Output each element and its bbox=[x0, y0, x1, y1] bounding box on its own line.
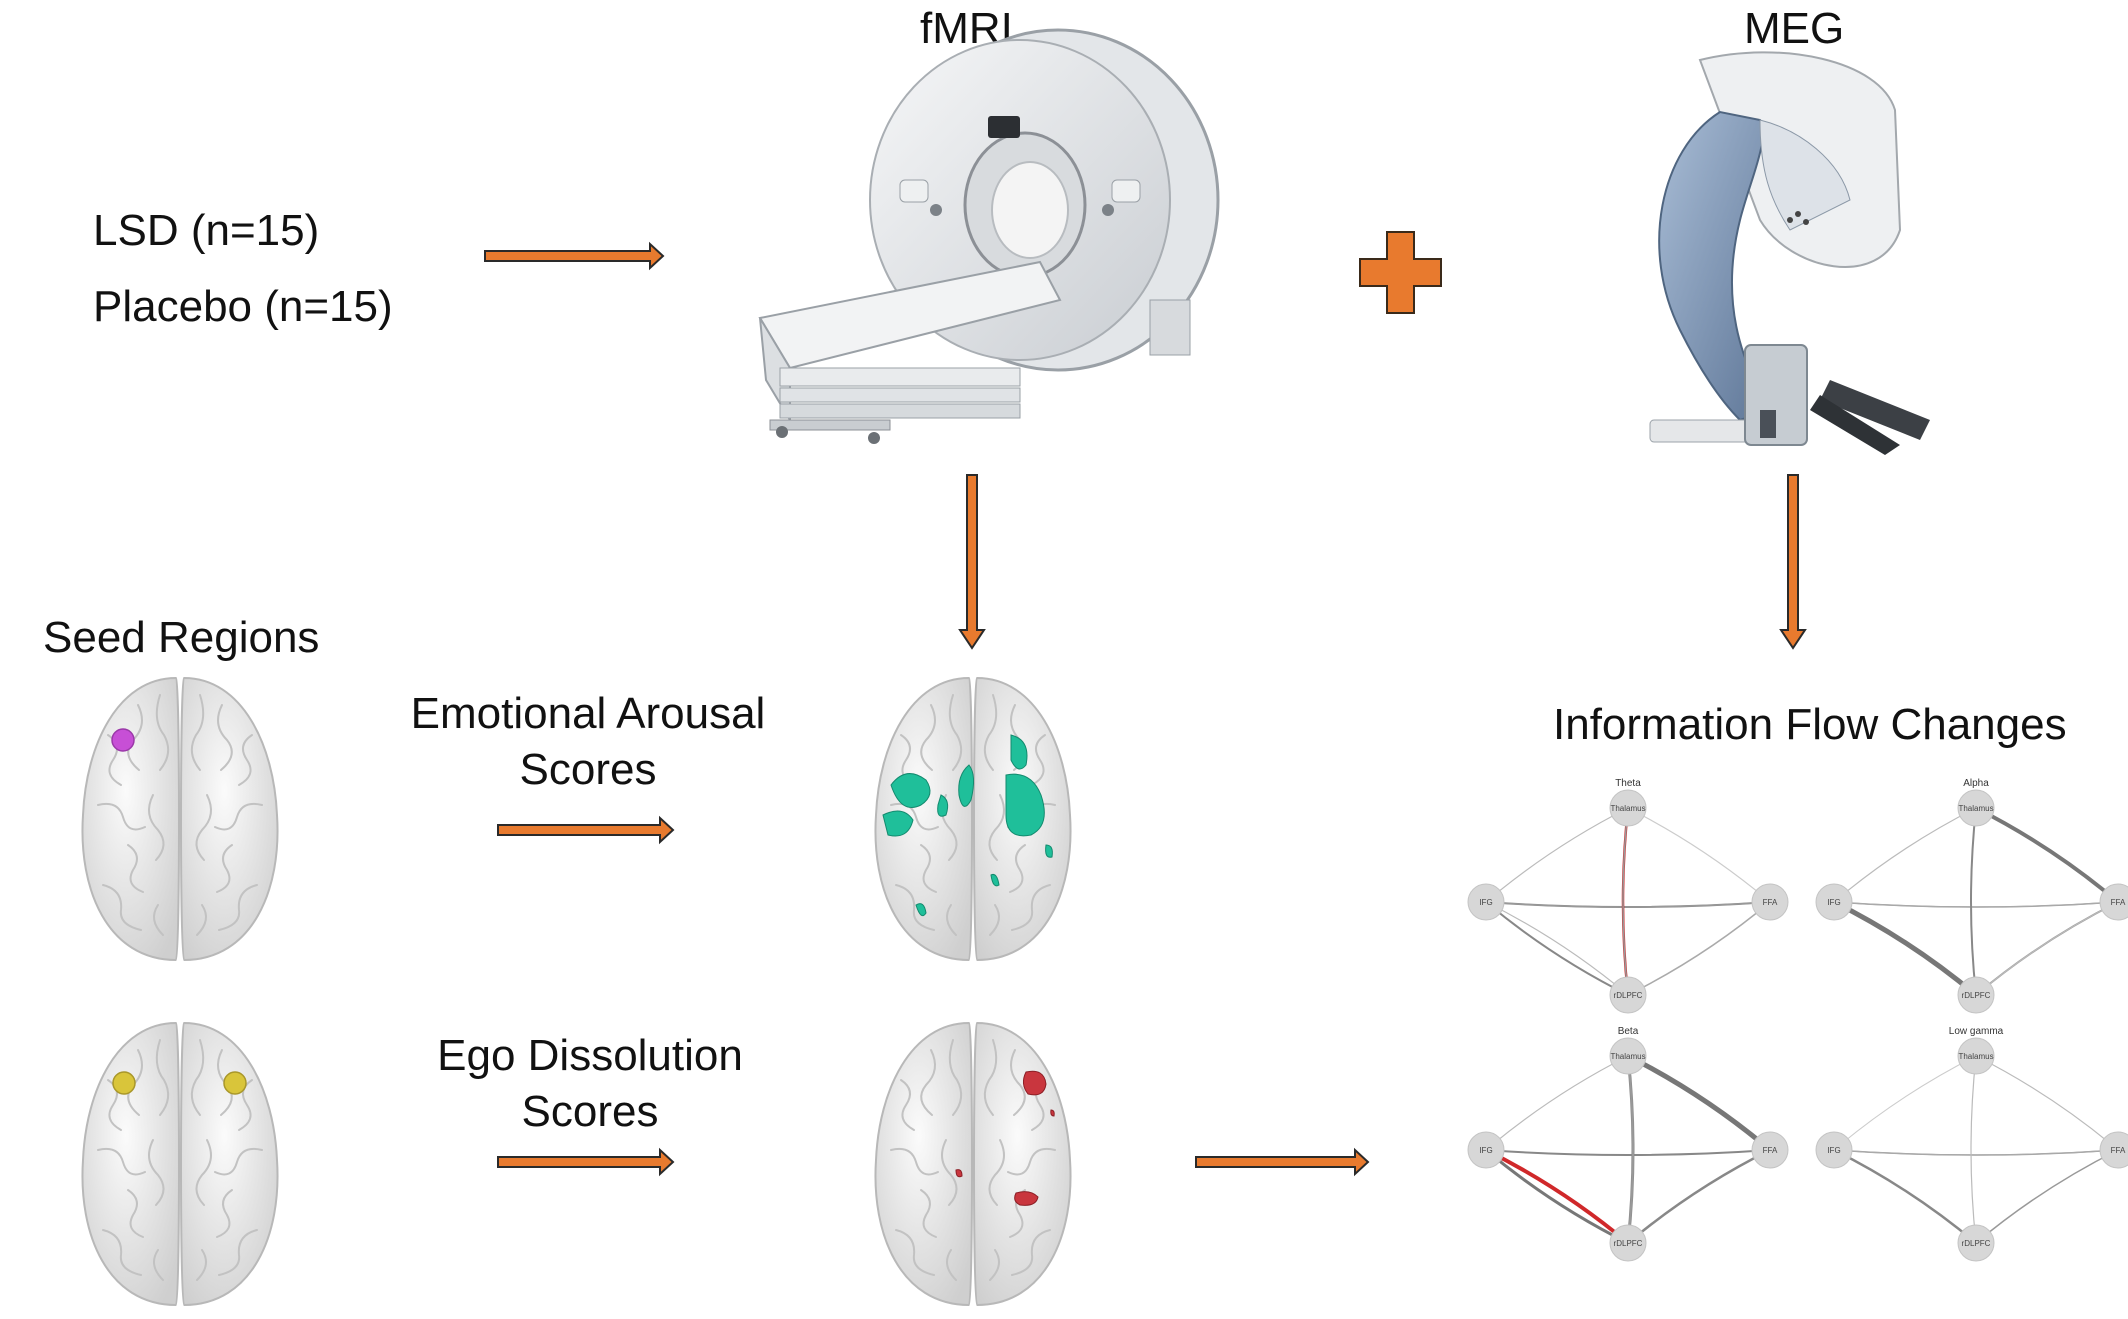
arrow-fmri-down bbox=[958, 474, 986, 650]
network-node bbox=[1751, 1131, 1789, 1169]
network-node-label: rDLPFC bbox=[1962, 991, 1991, 1000]
arrow-meg-down bbox=[1779, 474, 1807, 650]
meg-header: MEG bbox=[1744, 4, 1845, 53]
network-node-label: Thalamus bbox=[1958, 804, 1993, 813]
lsd-condition: LSD (n=15) bbox=[93, 206, 320, 255]
network-edge bbox=[1485, 1148, 1629, 1245]
plus-icon bbox=[1359, 231, 1442, 314]
network-node bbox=[1609, 1224, 1647, 1262]
network-edge bbox=[1627, 901, 1771, 996]
network-edge bbox=[1832, 899, 1978, 997]
network-edge bbox=[1970, 1055, 1977, 1244]
network-title: Low gamma bbox=[1949, 1026, 2004, 1037]
network-edge bbox=[1485, 1149, 1771, 1156]
network-node bbox=[1815, 1131, 1853, 1169]
network-node-label: rDLPFC bbox=[1614, 991, 1643, 1000]
network-edge bbox=[1485, 807, 1629, 903]
network-edge bbox=[1975, 1149, 2119, 1244]
network-node bbox=[1609, 1037, 1647, 1075]
meg-scanner-icon bbox=[1649, 51, 1930, 455]
network-edge bbox=[1970, 807, 1977, 996]
network-node bbox=[2099, 1131, 2128, 1169]
network-node-label: IFG bbox=[1479, 1146, 1492, 1155]
ego-line1: Ego Dissolution bbox=[437, 1031, 743, 1080]
network-node bbox=[1751, 883, 1789, 921]
network-node-label: FFA bbox=[1763, 1146, 1778, 1155]
brain-ego-clusters bbox=[874, 1022, 1072, 1306]
network-edge bbox=[1485, 901, 1629, 996]
brain-emotional-clusters bbox=[874, 677, 1072, 961]
network-node-label: Thalamus bbox=[1610, 804, 1645, 813]
brain-seed-emotional bbox=[81, 677, 279, 961]
network-edge bbox=[1833, 1149, 2119, 1156]
network-node-label: IFG bbox=[1827, 1146, 1840, 1155]
network-node bbox=[1957, 1224, 1995, 1262]
ego-dissolution-label: Ego Dissolution Scores bbox=[390, 1028, 790, 1140]
network-edge bbox=[1485, 1148, 1630, 1245]
emotional-arousal-label: Emotional Arousal Scores bbox=[388, 686, 788, 798]
network-edge bbox=[1833, 901, 2119, 908]
network-node bbox=[1609, 789, 1647, 827]
network-node bbox=[1815, 883, 1853, 921]
network-edge bbox=[1626, 1053, 1772, 1152]
network-node-label: FFA bbox=[2111, 898, 2126, 907]
seed-magenta-dot bbox=[111, 728, 135, 752]
placebo-condition: Placebo (n=15) bbox=[93, 282, 393, 331]
network-node-label: FFA bbox=[1763, 898, 1778, 907]
network-node bbox=[1957, 1037, 1995, 1075]
ego-line2: Scores bbox=[521, 1087, 659, 1136]
network-node-label: Thalamus bbox=[1958, 1052, 1993, 1061]
network-edge bbox=[1627, 1148, 1771, 1244]
arrow-ego-to-flow bbox=[1195, 1147, 1370, 1177]
arrow-conditions-to-fmri bbox=[484, 241, 665, 271]
arrow-seed-emotional bbox=[497, 815, 675, 845]
network-title: Beta bbox=[1618, 1026, 1639, 1037]
network-node bbox=[1609, 976, 1647, 1014]
network-node-label: Thalamus bbox=[1610, 1052, 1645, 1061]
network-edge bbox=[1975, 1055, 2119, 1151]
network-edge bbox=[1627, 807, 1771, 903]
network-node bbox=[1467, 1131, 1505, 1169]
seed-yellow-dot-right bbox=[223, 1071, 247, 1095]
network-node bbox=[1957, 976, 1995, 1014]
network-node bbox=[2099, 883, 2128, 921]
network-edge bbox=[1485, 901, 1771, 908]
network-edge bbox=[1975, 901, 2119, 996]
network-title: Theta bbox=[1615, 778, 1641, 789]
network-node bbox=[1467, 883, 1505, 921]
emotional-line1: Emotional Arousal bbox=[410, 689, 766, 738]
network-edge bbox=[1833, 1148, 1977, 1244]
arrow-seed-ego bbox=[497, 1147, 675, 1177]
network-edge bbox=[1485, 901, 1629, 996]
brain-seed-ego bbox=[81, 1022, 279, 1306]
network-edge bbox=[1627, 1055, 1634, 1244]
seed-regions-label: Seed Regions bbox=[43, 613, 320, 662]
network-node-label: IFG bbox=[1827, 898, 1840, 907]
network-edge bbox=[1975, 806, 2120, 904]
network-edge bbox=[1622, 807, 1629, 996]
network-title: Alpha bbox=[1963, 778, 1989, 789]
network-node bbox=[1957, 789, 1995, 827]
network-node-label: rDLPFC bbox=[1962, 1239, 1991, 1248]
emotional-line2: Scores bbox=[519, 745, 657, 794]
network-edge bbox=[1833, 1055, 1977, 1151]
network-node-label: FFA bbox=[2111, 1146, 2126, 1155]
seed-yellow-dot-left bbox=[112, 1071, 136, 1095]
network-edge bbox=[1833, 807, 1977, 903]
information-flow-label: Information Flow Changes bbox=[1553, 700, 2067, 749]
network-node-label: rDLPFC bbox=[1614, 1239, 1643, 1248]
network-node-label: IFG bbox=[1479, 898, 1492, 907]
mri-scanner-icon bbox=[758, 28, 1220, 444]
network-edge bbox=[1485, 1055, 1629, 1151]
network-edge bbox=[1975, 901, 2119, 996]
